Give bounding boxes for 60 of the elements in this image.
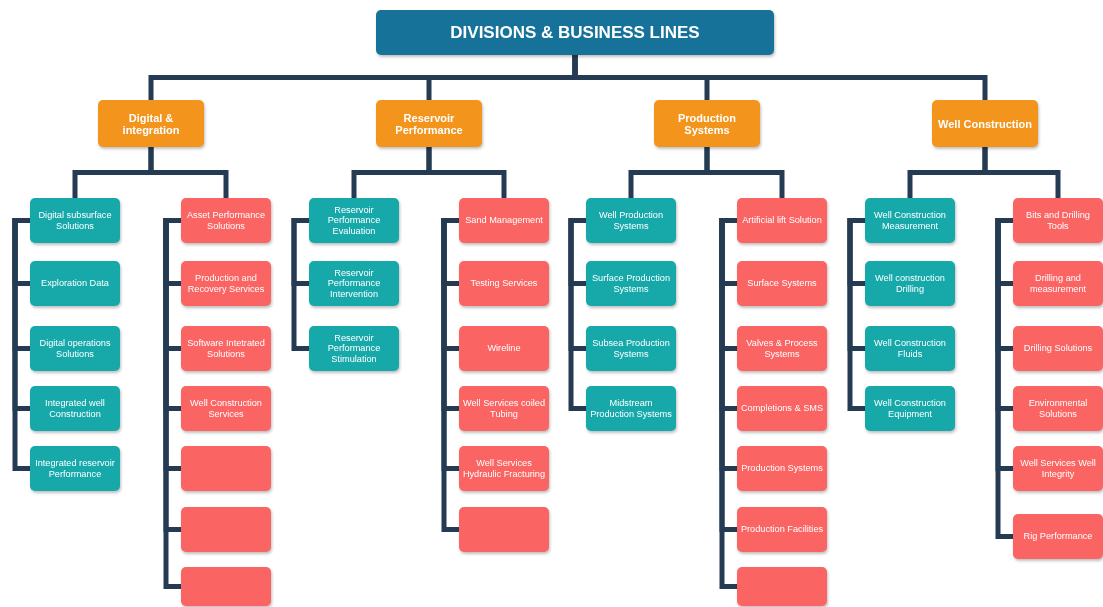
node-label: Integrated well Construction xyxy=(44,397,106,420)
connector-line xyxy=(572,55,988,100)
division-box xyxy=(98,100,204,147)
title-text: DIVISIONS & BUSINESS LINES xyxy=(450,22,700,43)
connector-line xyxy=(163,218,181,589)
node-label: Reservoir Performance Evaluation xyxy=(326,204,382,237)
node-label: Digital operations Solutions xyxy=(38,337,112,360)
node-label: Well Construction xyxy=(938,117,1032,130)
node-label: Well Services Hydraulic Fracturing xyxy=(462,457,546,480)
node-label: Well Services Well Integrity xyxy=(1019,457,1097,480)
node-label: Well Construction Services xyxy=(189,397,263,420)
connector-line xyxy=(291,218,309,351)
title-box xyxy=(376,10,774,55)
node-label: Well construction Drilling xyxy=(874,272,946,295)
connector-line xyxy=(719,218,737,589)
division-box xyxy=(654,100,760,147)
node-label: Asset Performance Solutions xyxy=(185,209,267,232)
node-label: Valves & Process Systems xyxy=(745,337,819,360)
division-box xyxy=(932,100,1038,147)
node-label: Reservoir Performance xyxy=(394,111,464,136)
node-label: Bits and Drilling Tools xyxy=(1025,209,1091,232)
node-label: Well Construction Fluids xyxy=(873,337,947,360)
connector-line xyxy=(568,218,586,411)
node-label: Completions & SMS xyxy=(740,403,824,414)
node-label: Production Systems xyxy=(676,111,738,136)
node-label: Production and Recovery Services xyxy=(186,272,266,295)
node-label: Well Construction Measurement xyxy=(873,209,947,232)
connector-line xyxy=(995,218,1013,539)
node-label: Well Production Systems xyxy=(597,209,665,232)
node-label: Reservoir Performance Stimulation xyxy=(326,332,382,365)
node-label: Midstream Production Systems xyxy=(589,397,673,420)
node-label: Production Systems xyxy=(741,463,823,474)
node-label: Surface Production Systems xyxy=(590,272,672,295)
node-label: Digital subsurface Solutions xyxy=(37,209,113,232)
connector-line xyxy=(704,147,785,198)
connector-line xyxy=(148,147,229,198)
connector-line xyxy=(12,218,30,471)
node-label: Well Services coiled Tubing xyxy=(462,397,546,420)
node-label: Surface Systems xyxy=(747,278,817,289)
node-label: Well Construction Equipment xyxy=(873,397,947,420)
connector-line xyxy=(441,218,459,532)
node-label: Artificial lift Solution xyxy=(742,215,822,226)
node-label: Testing Services xyxy=(470,278,538,289)
node-label: Environmental Solutions xyxy=(1027,397,1089,420)
connector-line xyxy=(426,147,507,198)
node-label: Subsea Production Systems xyxy=(591,337,671,360)
node-label: Drilling and measurement xyxy=(1028,272,1088,295)
node-label: Integrated reservoir Performance xyxy=(34,457,116,480)
node-label: Production Facilities xyxy=(740,524,824,535)
connector-line xyxy=(982,147,1061,198)
node-label: Drilling Solutions xyxy=(1023,343,1093,354)
node-label: Software Intetrated Solutions xyxy=(186,337,266,360)
node-label: Digital & integration xyxy=(121,111,181,136)
node-label: Wireline xyxy=(487,343,521,354)
node-label: Reservoir Performance Intervention xyxy=(326,267,382,300)
node-label: Rig Performance xyxy=(1023,531,1093,542)
connector-line xyxy=(847,218,865,411)
node-label: Exploration Data xyxy=(41,278,109,289)
node-label: Sand Management xyxy=(465,215,543,226)
division-box xyxy=(376,100,482,147)
